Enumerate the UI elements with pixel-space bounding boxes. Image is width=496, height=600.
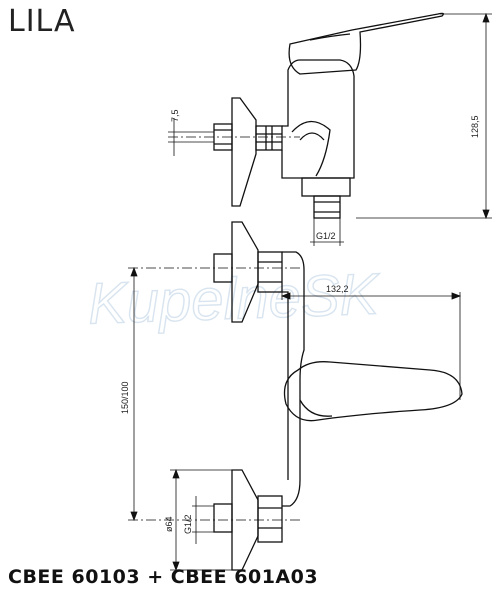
dim-offset-label: 7,5 bbox=[170, 109, 180, 122]
product-title: LILA bbox=[8, 4, 76, 39]
dimension-offset bbox=[168, 118, 214, 156]
dimension-rosette bbox=[170, 468, 232, 572]
dim-spacing-label: 150/100 bbox=[120, 381, 130, 414]
dim-thread-bottom-label: G1/2 bbox=[183, 514, 193, 534]
dim-reach-label: 132,2 bbox=[326, 284, 349, 294]
dim-height-label: 128,5 bbox=[470, 115, 480, 138]
dimension-reach bbox=[280, 282, 462, 400]
side-view bbox=[168, 12, 444, 219]
dim-rosette-label: ø64 bbox=[164, 516, 174, 532]
dimension-height bbox=[356, 12, 492, 220]
watermark: KupelneSK bbox=[87, 261, 382, 336]
dimension-thread-bottom bbox=[192, 496, 214, 544]
dimension-spacing bbox=[130, 266, 138, 522]
dimension-thread-top bbox=[310, 218, 344, 246]
dim-thread-top-label: G1/2 bbox=[316, 231, 336, 241]
product-codes: CBEE 60103 + CBEE 601A03 bbox=[8, 566, 319, 588]
